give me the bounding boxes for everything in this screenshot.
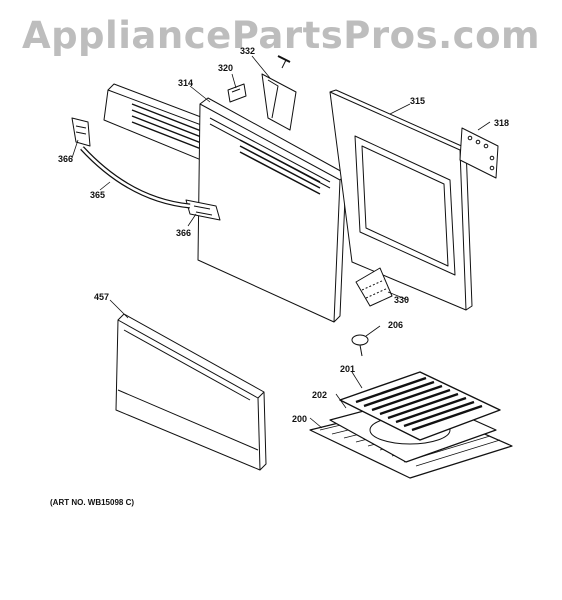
callout-457: 457 <box>94 292 109 302</box>
callout-318: 318 <box>494 118 509 128</box>
callout-202: 202 <box>312 390 327 400</box>
callout-320: 320 <box>218 63 233 73</box>
insulation-part-330 <box>355 267 393 307</box>
door-inner-liner-part-315 <box>329 89 473 311</box>
broiler-grid-part-201 <box>339 371 501 441</box>
watermark: AppliancePartsPros.com <box>21 14 541 57</box>
hinge-bracket-part-332 <box>261 55 297 131</box>
callout-330: 330 <box>394 295 409 305</box>
art-number: (ART NO. WB15098 C) <box>50 498 135 507</box>
callout-366-upper: 366 <box>58 154 73 164</box>
callout-366-lower: 366 <box>176 228 191 238</box>
callout-labels: 332 320 314 315 318 366 365 366 457 330 … <box>58 46 509 424</box>
callout-315: 315 <box>410 96 425 106</box>
screw-part-206 <box>351 334 369 357</box>
callout-200: 200 <box>292 414 307 424</box>
callout-332: 332 <box>240 46 255 56</box>
handle-endcap-part-366-lower <box>185 199 221 221</box>
drawer-front-part-457 <box>115 313 267 471</box>
door-outer-panel <box>197 97 347 323</box>
callout-365: 365 <box>90 190 105 200</box>
leader-lines <box>71 55 491 429</box>
callout-314: 314 <box>178 78 193 88</box>
callout-201: 201 <box>340 364 355 374</box>
door-handle-part-365 <box>80 146 191 209</box>
trim-piece-part-318 <box>459 127 499 179</box>
callout-206: 206 <box>388 320 403 330</box>
clip-part-320 <box>227 83 247 103</box>
handle-endcap-part-366-upper <box>71 117 91 147</box>
